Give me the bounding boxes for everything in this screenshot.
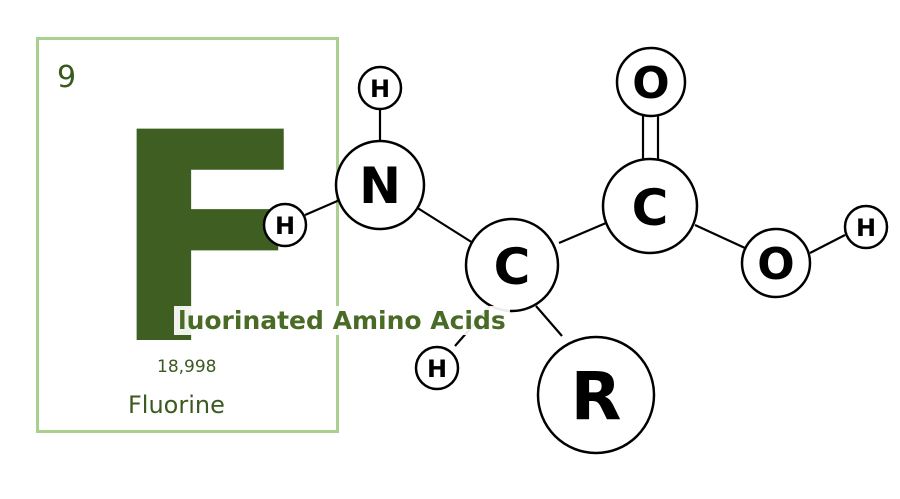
element-card-frame	[36, 37, 339, 433]
bond-o-h	[809, 234, 846, 254]
atom-r-group: R	[536, 335, 656, 455]
atom-hydroxyl-h-label: H	[856, 214, 876, 242]
atom-h-bottom-label: H	[427, 355, 447, 383]
bond-c-r	[535, 305, 563, 337]
atom-hydroxyl-oxygen-label: O	[757, 239, 794, 290]
atom-carbonyl-carbon: C	[601, 157, 699, 255]
atom-carbonyl-oxygen: O	[615, 46, 687, 118]
atom-carbonyl-oxygen-label: O	[632, 58, 669, 109]
atom-h-top-label: H	[370, 75, 390, 103]
bond-c-cooh	[558, 221, 607, 245]
atom-carbonyl-carbon-label: C	[632, 179, 669, 237]
bond-n-c	[415, 206, 474, 244]
atom-h-left: H	[262, 202, 308, 248]
atom-h-left-label: H	[275, 212, 295, 240]
atom-alpha-carbon-label: C	[494, 238, 531, 296]
atomic-number: 9	[57, 60, 77, 95]
atom-r-group-label: R	[571, 358, 622, 435]
atom-h-top: H	[357, 65, 403, 111]
bond-c-oh	[694, 224, 746, 249]
atom-hydroxyl-oxygen: O	[740, 227, 812, 299]
title-banner: luorinated Amino Acids	[174, 306, 510, 335]
bond-n-h-left	[304, 197, 343, 217]
atom-nitrogen: N	[334, 139, 426, 231]
atom-h-bottom: H	[414, 345, 460, 391]
bonds	[304, 109, 846, 347]
atom-nitrogen-label: N	[359, 157, 401, 215]
atomic-mass: 18,998	[157, 357, 217, 377]
atom-alpha-carbon: C	[464, 217, 560, 313]
atom-hydroxyl-h: H	[843, 204, 889, 250]
element-name: Fluorine	[128, 391, 225, 419]
